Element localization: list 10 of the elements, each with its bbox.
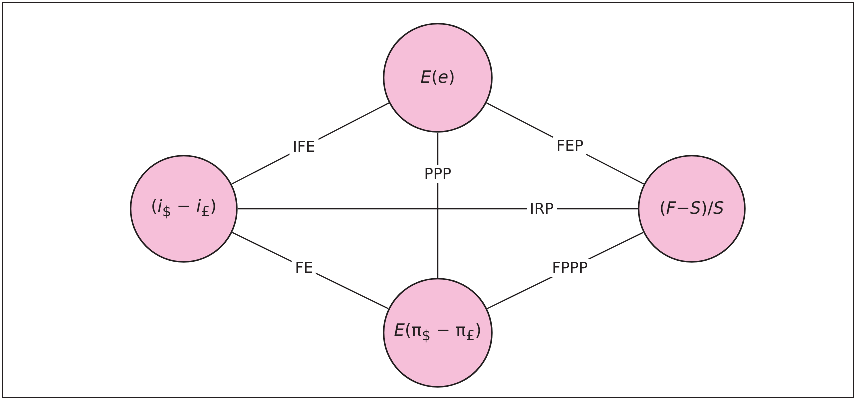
edge-label: IFE [290, 138, 319, 156]
formula-text: (i$_{$}$ − i$_{£}$) [151, 197, 217, 221]
edge-label: FE [292, 258, 316, 277]
edge-label: FEP [554, 137, 587, 156]
formula-text: (F−S)/S [660, 199, 724, 219]
formula-text: E(e) [420, 68, 456, 88]
connector-line [437, 133, 439, 278]
formula-text: E(π$_{$}$ − π$_{£}$) [394, 321, 482, 345]
edge-label: FPPP [549, 259, 591, 278]
connector-line [238, 208, 638, 210]
